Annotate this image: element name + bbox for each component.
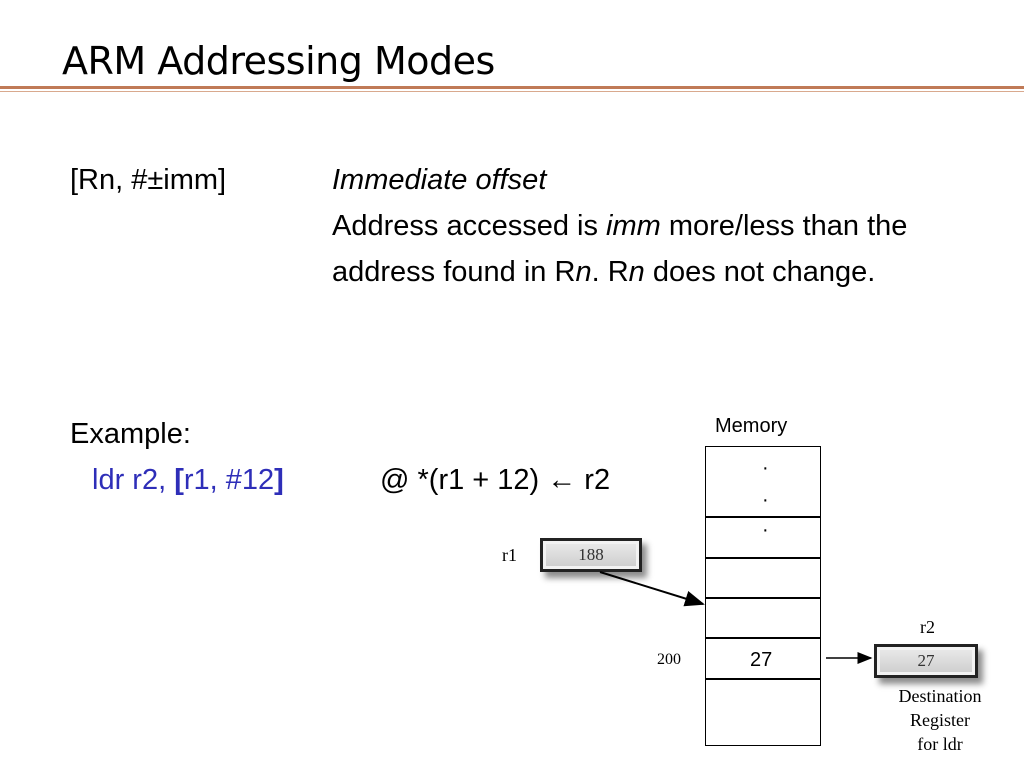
memory-cell-divider	[706, 678, 820, 680]
memory-label: Memory	[715, 415, 788, 437]
ellipsis-dot: ·	[762, 457, 769, 479]
slide-title: ARM Addressing Modes	[62, 39, 495, 83]
r1-register-box: 188	[540, 538, 642, 572]
ellipsis-dot: ·	[762, 489, 769, 511]
r2-label: r2	[920, 617, 935, 637]
r2-register-box: 27	[874, 644, 978, 678]
addressing-syntax: [Rn, #±imm]	[70, 164, 227, 196]
example-label: Example:	[70, 418, 191, 450]
r1-label: r1	[502, 545, 517, 565]
example-instruction: ldr r2, [r1, #12]	[92, 464, 284, 496]
example-comment: @ *(r1 + 12) ← r2	[380, 464, 611, 496]
destination-register-caption: Destination Register for ldr	[878, 684, 1002, 756]
r2-value: 27	[880, 650, 972, 672]
memory-cell-divider	[706, 557, 820, 559]
address-200-label: 200	[657, 651, 681, 668]
r1-value: 188	[546, 544, 636, 566]
memory-cell-divider	[706, 637, 820, 639]
caption-line: Destination	[898, 686, 982, 706]
title-rule-thin	[0, 91, 1024, 92]
title-rule	[0, 86, 1024, 89]
caption-line: Register	[910, 710, 970, 730]
memory-cell-divider	[706, 597, 820, 599]
ellipsis-dot: ·	[762, 519, 769, 541]
mode-description: Address accessed is imm more/less than t…	[332, 210, 908, 288]
r1-pointer-arrow	[599, 571, 705, 607]
memory-cell-divider	[706, 516, 820, 518]
mode-name: Immediate offset	[332, 164, 547, 196]
memory-cell-200-value: 27	[750, 649, 773, 671]
caption-line: for ldr	[917, 734, 963, 754]
memory-column	[705, 446, 821, 746]
